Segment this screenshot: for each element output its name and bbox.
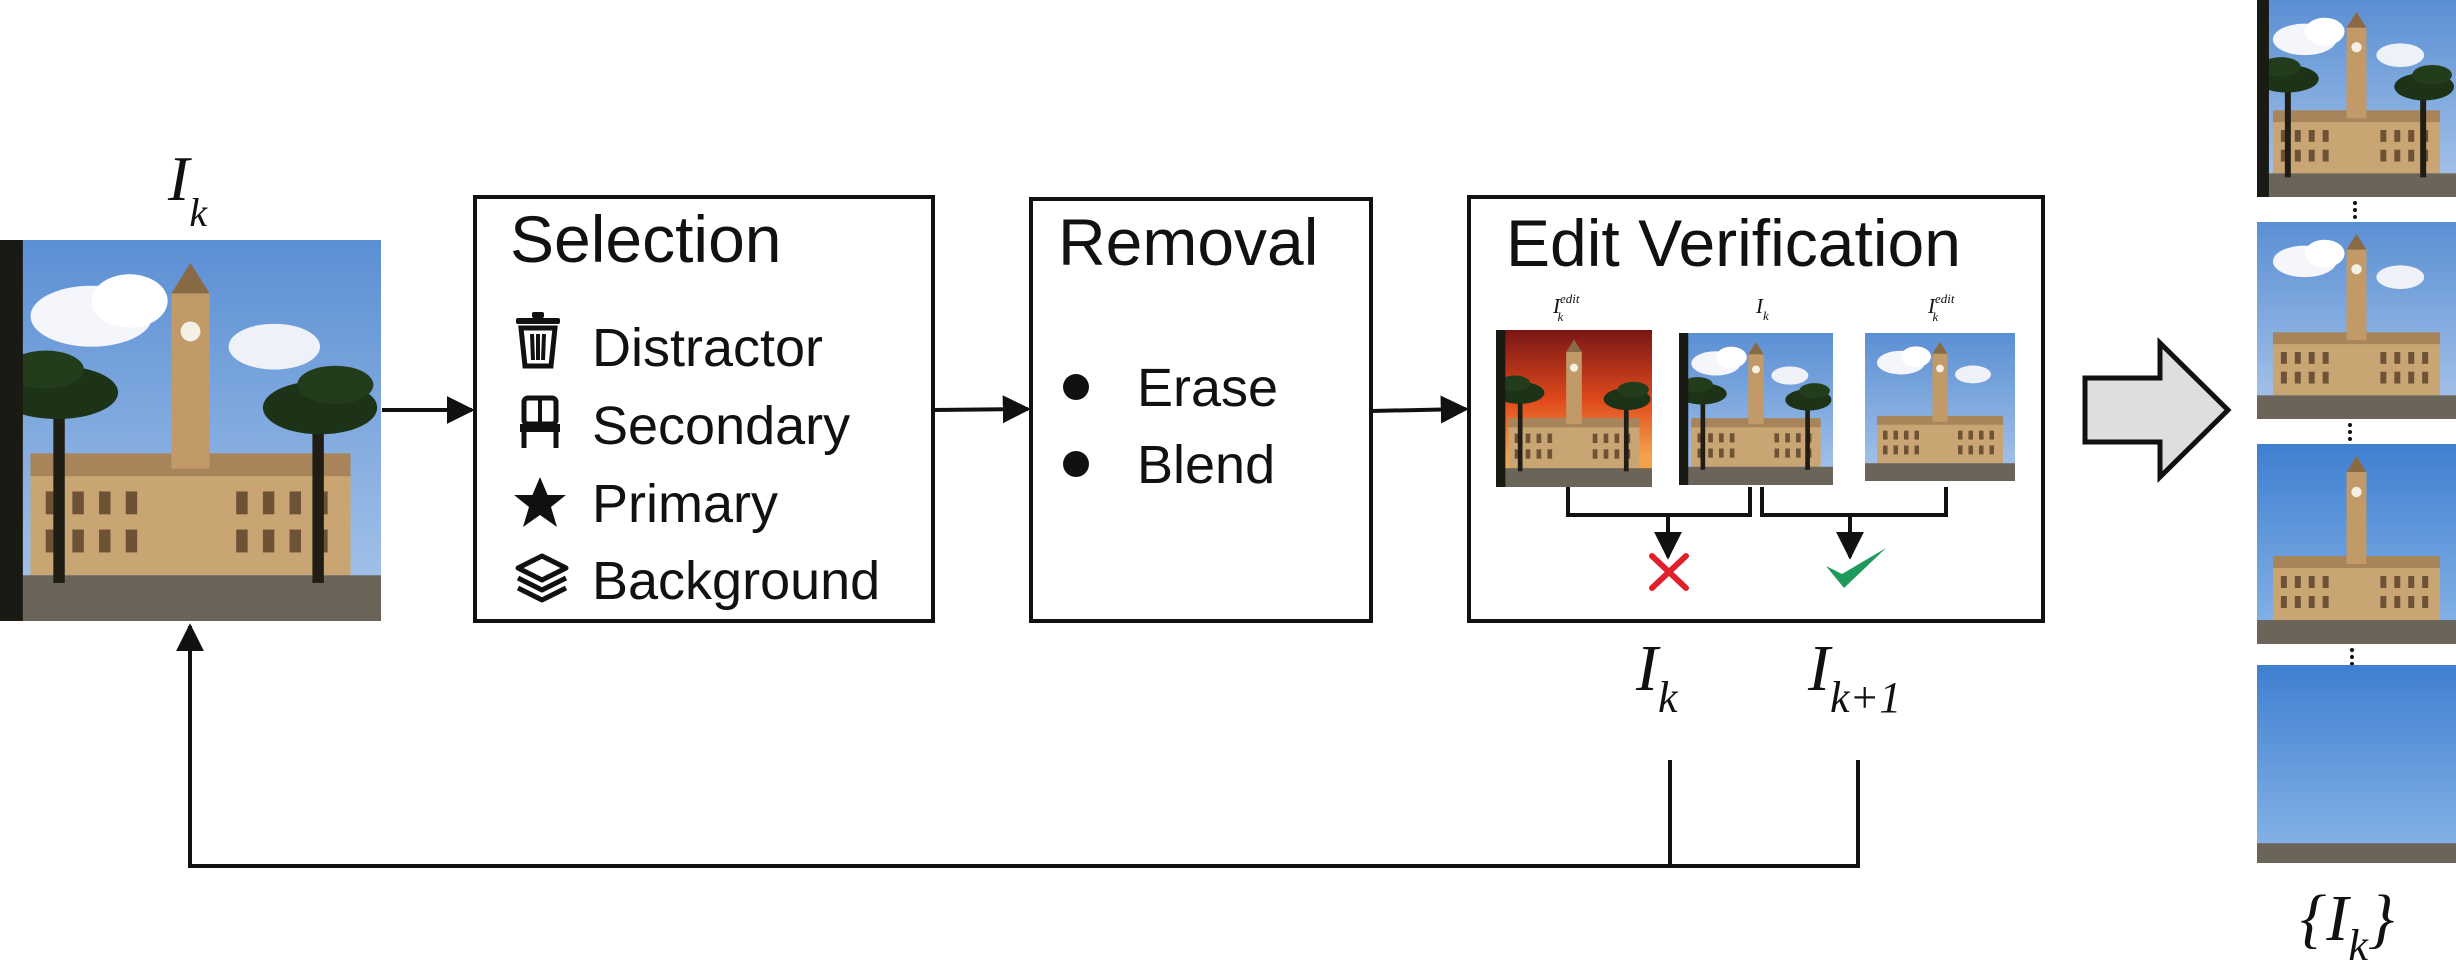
ellipsis-icon bbox=[2348, 423, 2352, 441]
result-frame-3 bbox=[2257, 444, 2456, 644]
ellipsis-icon bbox=[2353, 201, 2357, 219]
feedback-loop-join bbox=[1670, 760, 1860, 868]
result-frame-4 bbox=[2257, 665, 2456, 863]
selection-item-background: Background bbox=[592, 551, 880, 611]
result-set-label: {Ik} bbox=[2300, 882, 2394, 970]
thumb-accepted-edit bbox=[1865, 333, 2015, 481]
accept-check-icon bbox=[1826, 548, 1886, 588]
arrow-removal-to-verification bbox=[1370, 395, 1469, 424]
output-label-next: Ik+1 bbox=[1807, 632, 1901, 722]
bullet-icon bbox=[1063, 374, 1089, 400]
selection-item-primary: Primary bbox=[592, 474, 778, 534]
removal-item-erase: Erase bbox=[1137, 358, 1278, 418]
feedback-loop-arrow bbox=[176, 623, 1672, 868]
thumb-rejected-edit bbox=[1496, 330, 1652, 487]
reject-cross-icon bbox=[1649, 553, 1689, 591]
removal-box: Removal Erase Blend bbox=[1029, 197, 1373, 623]
result-sequence bbox=[2257, 0, 2456, 863]
layers-icon bbox=[515, 553, 569, 603]
arrow-selection-to-removal bbox=[932, 395, 1031, 424]
result-frame-1 bbox=[2257, 0, 2456, 197]
selection-box: Selection Distractor Secondary Primary bbox=[473, 195, 935, 623]
chair-icon bbox=[520, 395, 560, 448]
thumb-label-original: Ik bbox=[1755, 294, 1769, 323]
selection-item-secondary: Secondary bbox=[592, 396, 850, 456]
verification-title: Edit Verification bbox=[1506, 206, 1961, 280]
star-icon bbox=[514, 477, 566, 527]
removal-item-blend: Blend bbox=[1137, 435, 1275, 495]
selection-item-distractor: Distractor bbox=[592, 318, 823, 378]
input-photo bbox=[0, 240, 381, 621]
input-image-label: Ik bbox=[167, 143, 208, 235]
ellipsis-icon bbox=[2350, 648, 2354, 666]
thumb-original bbox=[1679, 333, 1833, 485]
output-label-current: Ik bbox=[1635, 632, 1679, 722]
result-frame-2 bbox=[2257, 222, 2456, 419]
bullet-icon bbox=[1063, 451, 1089, 477]
trash-icon bbox=[516, 312, 560, 369]
selection-title: Selection bbox=[510, 202, 782, 276]
output-block-arrow bbox=[2082, 337, 2232, 483]
removal-title: Removal bbox=[1058, 205, 1318, 279]
